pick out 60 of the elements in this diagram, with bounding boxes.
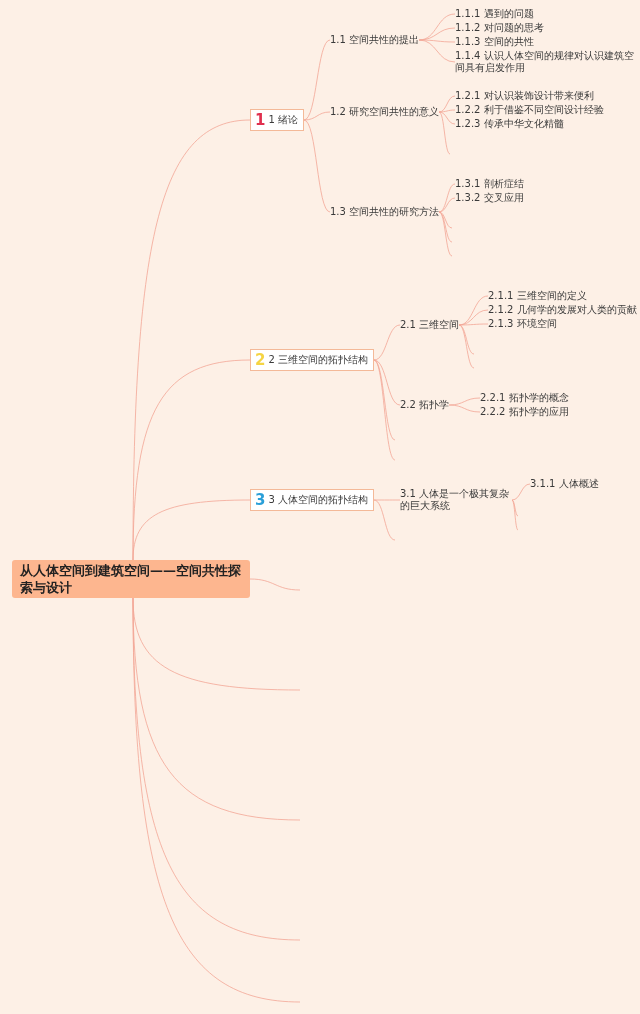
- section-number: 2: [255, 352, 266, 368]
- branch-line: [438, 211, 453, 229]
- branch-line: [249, 578, 301, 591]
- subtopic-label: 1.1.1 遇到的问题: [455, 8, 534, 20]
- branch-line: [373, 324, 401, 361]
- branch-line: [511, 499, 519, 531]
- subtopic-label: 3.1 人体是一个极其复杂的巨大系统: [400, 488, 512, 512]
- subtopic-label: 1.2.3 传承中华文化精髓: [455, 118, 564, 130]
- branch-line: [418, 39, 456, 43]
- branch-line: [458, 324, 475, 355]
- branch-line: [132, 499, 251, 561]
- topic-title: 2 三维空间的拓扑结构: [268, 354, 368, 366]
- branch-line: [303, 39, 331, 121]
- subtopic-label: 3.1.1 人体概述: [530, 478, 599, 490]
- subtopic-label: 1.3.2 交叉应用: [455, 192, 524, 204]
- section-number: 1: [255, 112, 266, 128]
- branch-line: [373, 499, 401, 501]
- subtopic-label: 1.2 研究空间共性的意义: [330, 106, 440, 118]
- branch-line: [448, 397, 481, 406]
- branch-line: [132, 597, 301, 1003]
- branch-line: [511, 483, 531, 501]
- section-number: 3: [255, 492, 266, 508]
- branch-line: [373, 359, 401, 406]
- branch-line: [438, 111, 456, 125]
- branch-line: [448, 404, 481, 413]
- subtopic-label: 2.1.3 环境空间: [488, 318, 557, 330]
- subtopic-label: 1.2.2 利于借鉴不同空间设计经验: [455, 104, 604, 116]
- branch-line: [303, 111, 331, 121]
- branch-line: [511, 499, 519, 517]
- subtopic-label: 1.3 空间共性的研究方法: [330, 206, 440, 218]
- topic-box: [250, 489, 374, 511]
- topic-title: 1 绪论: [268, 114, 298, 126]
- subtopic-label: 2.1.1 三维空间的定义: [488, 290, 587, 302]
- branch-line: [373, 359, 396, 461]
- topic-title: 3 人体空间的拓扑结构: [268, 494, 368, 506]
- branch-line: [373, 499, 396, 541]
- branch-line: [458, 324, 475, 369]
- topic-box: [250, 109, 304, 131]
- subtopic-label: 2.1 三维空间: [400, 319, 460, 331]
- subtopic-label: 2.2.1 拓扑学的概念: [480, 392, 569, 404]
- branch-line: [438, 109, 456, 113]
- branch-line: [438, 95, 456, 113]
- subtopic-label: 1.1 空间共性的提出: [330, 34, 420, 46]
- branch-line: [438, 183, 456, 213]
- branch-line: [303, 119, 331, 213]
- subtopic-label: 2.2.2 拓扑学的应用: [480, 406, 569, 418]
- topic-box: [250, 349, 374, 371]
- central-topic-box: 从人体空间到建筑空间——空间共性探索与设计: [12, 560, 250, 598]
- branch-line: [438, 197, 456, 213]
- subtopic-label: 2.2 拓扑学: [400, 399, 450, 411]
- branch-line: [438, 111, 451, 155]
- branch-line: [458, 323, 489, 326]
- branch-line: [418, 39, 456, 63]
- subtopic-label: 1.1.4 认识人体空间的规律对认识建筑空间具有启发作用: [455, 50, 636, 74]
- subtopic-label: 1.2.1 对认识装饰设计带来便利: [455, 90, 594, 102]
- subtopic-label: 2.1.2 几何学的发展对人类的贡献: [488, 304, 637, 316]
- subtopic-label: 1.1.3 空间的共性: [455, 36, 534, 48]
- branch-line: [438, 211, 453, 257]
- subtopic-label: 1.3.1 剖析症结: [455, 178, 524, 190]
- subtopic-label: 1.1.2 对问题的思考: [455, 22, 544, 34]
